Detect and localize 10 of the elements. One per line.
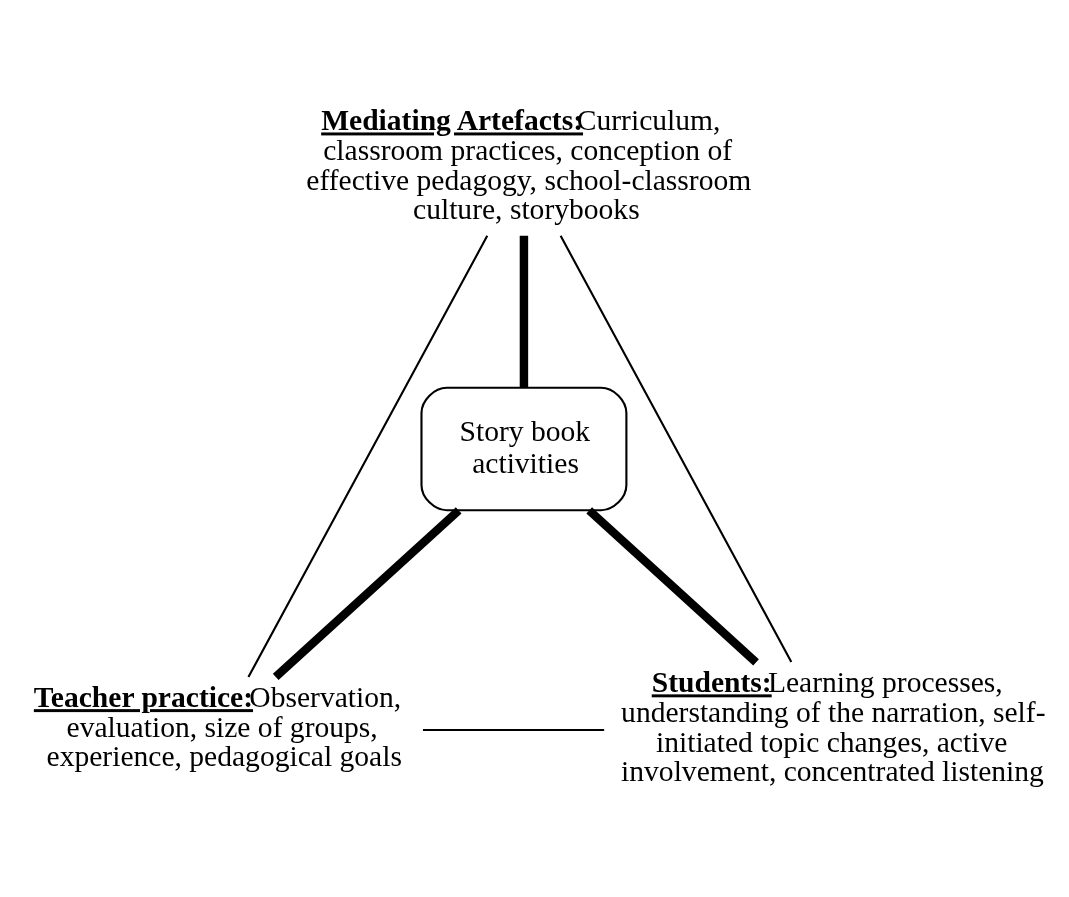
connector [559, 234, 793, 662]
node-text: Students:Learning processes, understanding of the narration, self-initiated topic changes, active involvement, concentrated listening [621, 665, 1046, 787]
connector [247, 234, 489, 677]
connector [272, 506, 462, 680]
connector [586, 506, 759, 665]
connector [422, 728, 605, 731]
node-text: Teacher practice:Observation, evaluation, size of groups, experience, pedagogical goals [33, 680, 402, 772]
node-text: Mediating Artefacts:Curriculum, classroom practices, conception of effective pedagogy, school-classroom culture, storybooks [306, 103, 752, 225]
node-box: Story book activities [420, 386, 628, 511]
connector [519, 235, 529, 387]
